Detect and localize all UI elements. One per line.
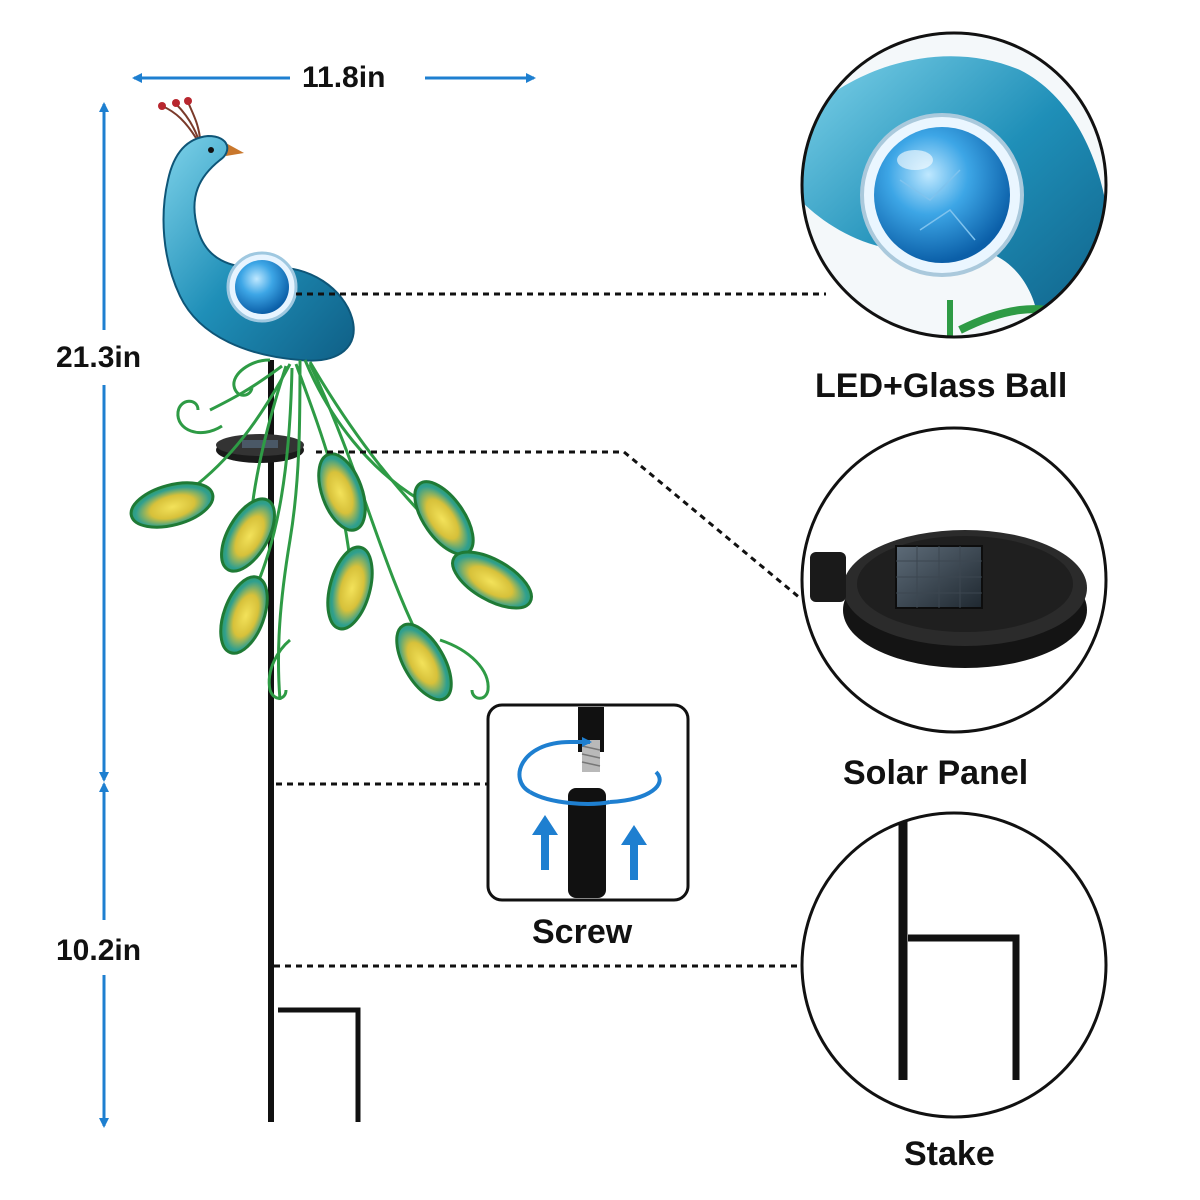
arrow-up-icon [621,825,647,880]
callout-line-solar [316,450,801,600]
arrow-up-icon [532,815,558,870]
solar-panel-caption: Solar Panel [843,754,1029,792]
stake-caption: Stake [904,1135,995,1173]
peacock-figure [158,97,355,362]
screw-caption: Screw [532,913,633,951]
peacock-body [162,134,355,362]
width-dimension-label: 11.8in [302,61,386,94]
tail-feather-eyes [129,452,533,702]
screw-detail [486,703,690,902]
stake-zoom [800,811,1108,1119]
callout-lines [274,292,826,968]
lower-height-dimension-label: 10.2in [56,934,142,967]
upper-height-dimension-label: 21.3in [56,341,142,374]
crest [158,97,201,139]
beak [224,142,244,156]
peacock-eye [208,147,214,153]
solar-panel-zoom [800,426,1108,734]
stake [268,360,361,1122]
led-glass-ball-zoom [800,31,1108,339]
led-glass-ball-caption: LED+Glass Ball [815,367,1068,405]
